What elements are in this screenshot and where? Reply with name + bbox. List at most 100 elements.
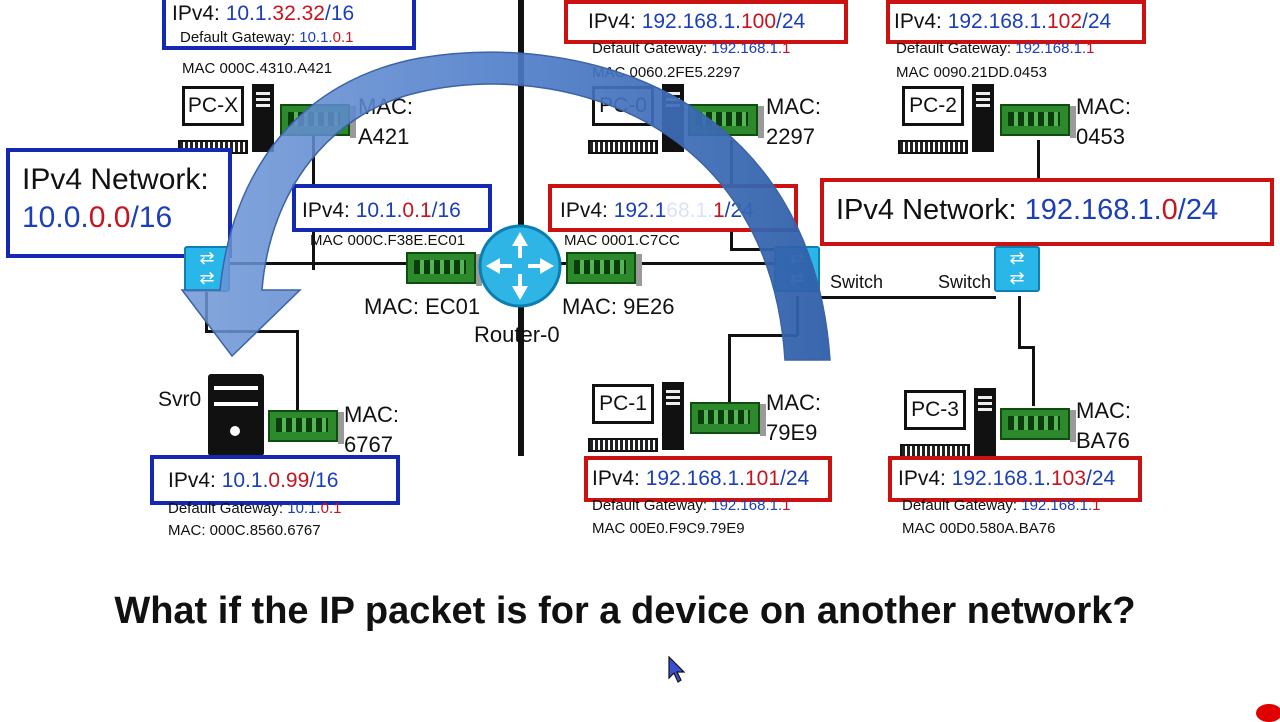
pc3-mac-short-value: BA76: [1076, 428, 1130, 453]
svr0-ip-host: 0.99: [268, 469, 310, 492]
cable-pc3-riser: [1032, 346, 1035, 406]
router-left-mac-line: MAC 000C.F38E.EC01: [310, 232, 466, 249]
pc2-ip-box: IPv4: 192.168.1.102/24: [886, 0, 1146, 44]
pc3-ip-label: IPv4:: [898, 467, 952, 490]
pc3-gateway-host: 1: [1092, 497, 1101, 514]
left-network-label-box: IPv4 Network: 10.0.0.0/16: [6, 148, 232, 258]
pc1-ip-box: IPv4: 192.168.1.101/24: [584, 456, 832, 502]
right-network-label: IPv4 Network: 192.168.1.0/24: [824, 182, 1270, 238]
svr0-mac-short-label: MAC:: [344, 402, 399, 427]
router-left-ip-box: IPv4: 10.1.0.1/16: [292, 184, 492, 232]
router-right-ip-hidden: 68.1.: [666, 199, 713, 222]
cable-svr0-riser: [296, 330, 299, 410]
pc2-mac-short: MAC: 0453: [1076, 92, 1131, 152]
pc3-mac-short: MAC: BA76: [1076, 396, 1131, 456]
cable-pc2-to-switch2: [1037, 140, 1040, 180]
svr0-mac-short: MAC: 6767: [344, 400, 399, 460]
pc1-gateway-prefix: 192.168.1.: [711, 497, 783, 514]
right-network-host: 0: [1161, 194, 1178, 226]
pc3-gateway-line: Default Gateway: 192.168.1.1: [902, 497, 1100, 515]
left-network-suffix: /16: [130, 201, 173, 234]
pc1-monitor[interactable]: PC-1: [592, 384, 654, 424]
svr0-ip-suffix: /16: [309, 469, 339, 492]
pc1-nic-icon: [690, 402, 766, 436]
router-right-ip-prefix: 192.1: [613, 199, 667, 222]
svr0-ip-prefix: 10.1.: [221, 469, 269, 492]
switch-2-icon[interactable]: ⇄⇄: [994, 246, 1040, 292]
svr0-ip-line: IPv4: 10.1.0.99/16: [154, 468, 396, 494]
router-symbol-icon: [478, 224, 562, 308]
router-left-nic-icon: [406, 252, 482, 286]
svr0-nic-icon: [268, 410, 344, 444]
router-icon[interactable]: [478, 224, 562, 308]
pc2-name: PC-2: [909, 94, 957, 117]
svr0-gateway-line: Default Gateway: 10.1.0.1: [168, 500, 341, 518]
pc1-mac-short-label: MAC:: [766, 390, 821, 415]
left-network-title: IPv4 Network:: [22, 163, 209, 196]
pc3-nic-icon: [1000, 408, 1076, 442]
router-left-ip-suffix: /16: [431, 199, 461, 222]
pc1-gateway-label: Default Gateway:: [592, 497, 712, 514]
pc0-ip-box: IPv4: 192.168.1.100/24: [564, 0, 848, 44]
record-indicator-icon: [1256, 704, 1280, 722]
pc1-tower: [662, 382, 684, 450]
pc0-gateway-label: Default Gateway:: [592, 40, 712, 57]
switch-1-label: Switch: [830, 272, 884, 292]
pc1-keyboard: [588, 438, 658, 452]
router-right-mac: MAC: 9E26: [562, 294, 675, 319]
pc3-monitor[interactable]: PC-3: [904, 390, 966, 430]
cable-switch1-to-switch2: [820, 296, 996, 299]
pcx-ip-host: 32.32: [272, 2, 325, 25]
pc2-ip-line: IPv4: 192.168.1.102/24: [890, 9, 1142, 35]
cable-pc1-horizontal: [728, 334, 798, 337]
pcx-ip-box: IPv4: 10.1.32.32/16 Default Gateway: 10.…: [162, 0, 416, 50]
pc1-ip-suffix: /24: [780, 467, 810, 490]
pc1-gateway-host: 1: [782, 497, 791, 514]
pc1-ip-prefix: 192.168.1.: [645, 467, 745, 490]
pcx-gateway-prefix: 10.1.: [299, 29, 333, 46]
pc1-gateway-line: Default Gateway: 192.168.1.1: [592, 497, 790, 515]
left-network-address: 10.0.0.0/16: [10, 198, 228, 238]
cable-pc1-riser: [728, 334, 731, 404]
pcx-gateway-label: Default Gateway:: [180, 29, 300, 46]
pc3-ip-line: IPv4: 192.168.1.103/24: [892, 466, 1138, 492]
router-left-ip-prefix: 10.1.: [355, 199, 403, 222]
pc2-mac-line: MAC 0090.21DD.0453: [896, 64, 1047, 81]
svr0-gateway-prefix: 10.1.: [287, 500, 321, 517]
pc0-gateway-prefix: 192.168.1.: [711, 40, 783, 57]
pc2-monitor[interactable]: PC-2: [902, 86, 964, 126]
right-network-label-box: IPv4 Network: 192.168.1.0/24: [820, 178, 1274, 246]
pc0-ip-host: 100: [740, 10, 777, 33]
pc1-mac-short: MAC: 79E9: [766, 388, 821, 448]
pc0-ip-suffix: /24: [776, 10, 806, 33]
pc2-gateway-line: Default Gateway: 192.168.1.1: [896, 40, 1094, 58]
pcx-tower: [252, 84, 274, 152]
pc2-gateway-host: 1: [1086, 40, 1095, 57]
pc2-gateway-label: Default Gateway:: [896, 40, 1016, 57]
pc2-ip-host: 102: [1046, 10, 1083, 33]
cable-router-to-switch1: [560, 262, 776, 265]
pcx-gateway-host: 0.1: [332, 29, 354, 46]
pcx-name: PC-X: [187, 94, 239, 117]
svr0-server-icon[interactable]: [208, 374, 264, 456]
pc3-mac-line: MAC 00D0.580A.BA76: [902, 520, 1056, 537]
pc1-mac-line: MAC 00E0.F9C9.79E9: [592, 520, 745, 537]
left-network-host: 0.0: [88, 201, 131, 234]
router-name: Router-0: [474, 322, 560, 347]
pcx-mac-short-value: A421: [358, 124, 410, 149]
pc2-ip-prefix: 192.168.1.: [947, 10, 1047, 33]
pc0-gateway-line: Default Gateway: 192.168.1.1: [592, 40, 790, 58]
cable-switch2-down: [1018, 296, 1021, 348]
pc3-ip-suffix: /24: [1086, 467, 1116, 490]
pcx-monitor[interactable]: PC-X: [182, 86, 244, 126]
svr0-gateway-host: 0.1: [320, 500, 342, 517]
router-left-mac: MAC: EC01: [364, 294, 481, 319]
cable-switch2-to-pc3-horizontal: [1018, 346, 1034, 349]
pc1-mac-short-value: 79E9: [766, 420, 818, 445]
pc3-tower: [974, 388, 996, 456]
router-left-ip-host: 0.1: [402, 199, 432, 222]
router-left-ip-line: IPv4: 10.1.0.1/16: [296, 198, 488, 224]
pc1-ip-line: IPv4: 192.168.1.101/24: [588, 466, 828, 492]
pc3-ip-box: IPv4: 192.168.1.103/24: [888, 456, 1142, 502]
pc0-mac-short-label: MAC:: [766, 94, 821, 119]
